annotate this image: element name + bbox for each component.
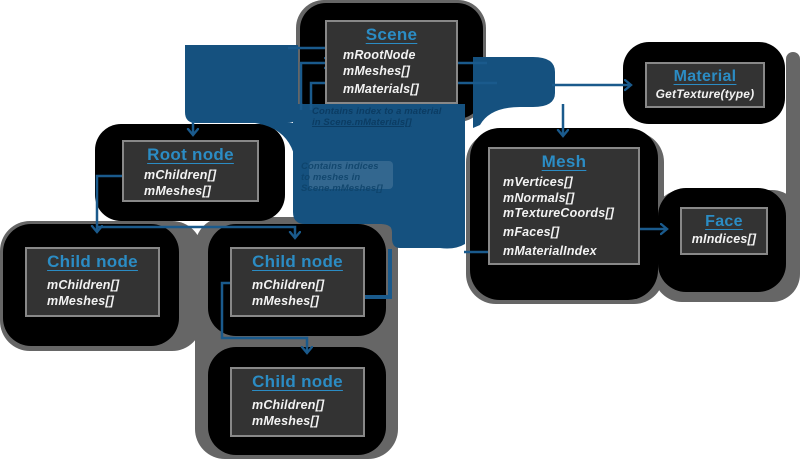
annotation-material-note: Contains index to a material in Scene.mM… (312, 106, 442, 128)
field-mindices: mIndices[] (691, 232, 757, 246)
blue-blob-middle-section (293, 104, 465, 249)
field-mtexturecoords: mTextureCoords[] (503, 206, 615, 220)
scene-title: Scene (365, 25, 418, 44)
child-node-3-title: Child node (252, 372, 343, 391)
arrow-root-to-child1 (97, 174, 122, 231)
field-scene-mmaterials: mMaterials[] (343, 82, 420, 96)
field-root-mchildren: mChildren[] (144, 168, 217, 182)
class-box-mesh: Mesh mVertices[] mNormals[] mTextureCoor… (488, 147, 640, 265)
field-child3-mmeshes: mMeshes[] (252, 413, 320, 428)
annotation-material-line1: Contains index to a material (312, 106, 442, 117)
shadow-right-edge (786, 52, 800, 238)
field-child1-mchildren: mChildren[] (47, 278, 120, 292)
class-box-child-node-3: Child node mChildren[] mMeshes[] (230, 367, 365, 437)
annotation-mesh-line3: Scene.mMeshes[] (301, 183, 383, 194)
class-box-root-node: Root node mChildren[] mMeshes[] (122, 140, 259, 202)
field-mrootnode: mRootNode (343, 48, 416, 62)
annotation-mesh-line1: Contains indices (301, 161, 379, 172)
material-title: Material (673, 68, 737, 85)
field-mnormals: mNormals[] (503, 190, 575, 205)
blue-blob-highlight (309, 161, 393, 189)
field-mfaces: mFaces[] (503, 224, 560, 239)
field-child1-mmeshes: mMeshes[] (47, 293, 115, 308)
arrow-into-mmeshes (299, 63, 330, 110)
blue-connector-blob (185, 45, 555, 249)
class-box-scene: Scene mRootNode mMeshes[] mMaterials[] (325, 20, 458, 104)
mesh-title: Mesh (541, 152, 587, 171)
face-title: Face (705, 213, 743, 230)
blue-blob-right-section (473, 57, 555, 128)
field-mvertices: mVertices[] (503, 175, 573, 189)
field-mmaterialindex: mMaterialIndex (503, 244, 597, 258)
blue-blob-left-join (255, 123, 295, 158)
field-scene-mmeshes: mMeshes[] (343, 63, 411, 78)
annotation-material-line2: in Scene.mMaterials[] (312, 117, 412, 128)
blue-blob-left-section (185, 45, 298, 123)
class-box-material: Material GetTexture(type) (645, 62, 765, 108)
field-gettexture: GetTexture(type) (655, 87, 755, 101)
class-box-child-node-1: Child node mChildren[] mMeshes[] (25, 247, 160, 317)
annotation-mesh-line2: to meshes in (301, 172, 361, 183)
child-node-2-title: Child node (252, 252, 343, 271)
field-child3-mchildren: mChildren[] (252, 398, 325, 412)
field-child2-mchildren: mChildren[] (252, 278, 325, 292)
field-root-mmeshes: mMeshes[] (144, 183, 212, 198)
arrow-child2-to-child3 (220, 281, 307, 352)
class-box-child-node-2: Child node mChildren[] mMeshes[] (230, 247, 365, 317)
arrow-root-to-child2 (97, 225, 295, 237)
field-child2-mmeshes: mMeshes[] (252, 293, 320, 308)
annotation-mesh-note: Contains indices to meshes in Scene.mMes… (301, 161, 383, 194)
root-node-title: Root node (147, 145, 234, 164)
child-node-1-title: Child node (47, 252, 138, 271)
class-box-face: Face mIndices[] (680, 207, 768, 255)
